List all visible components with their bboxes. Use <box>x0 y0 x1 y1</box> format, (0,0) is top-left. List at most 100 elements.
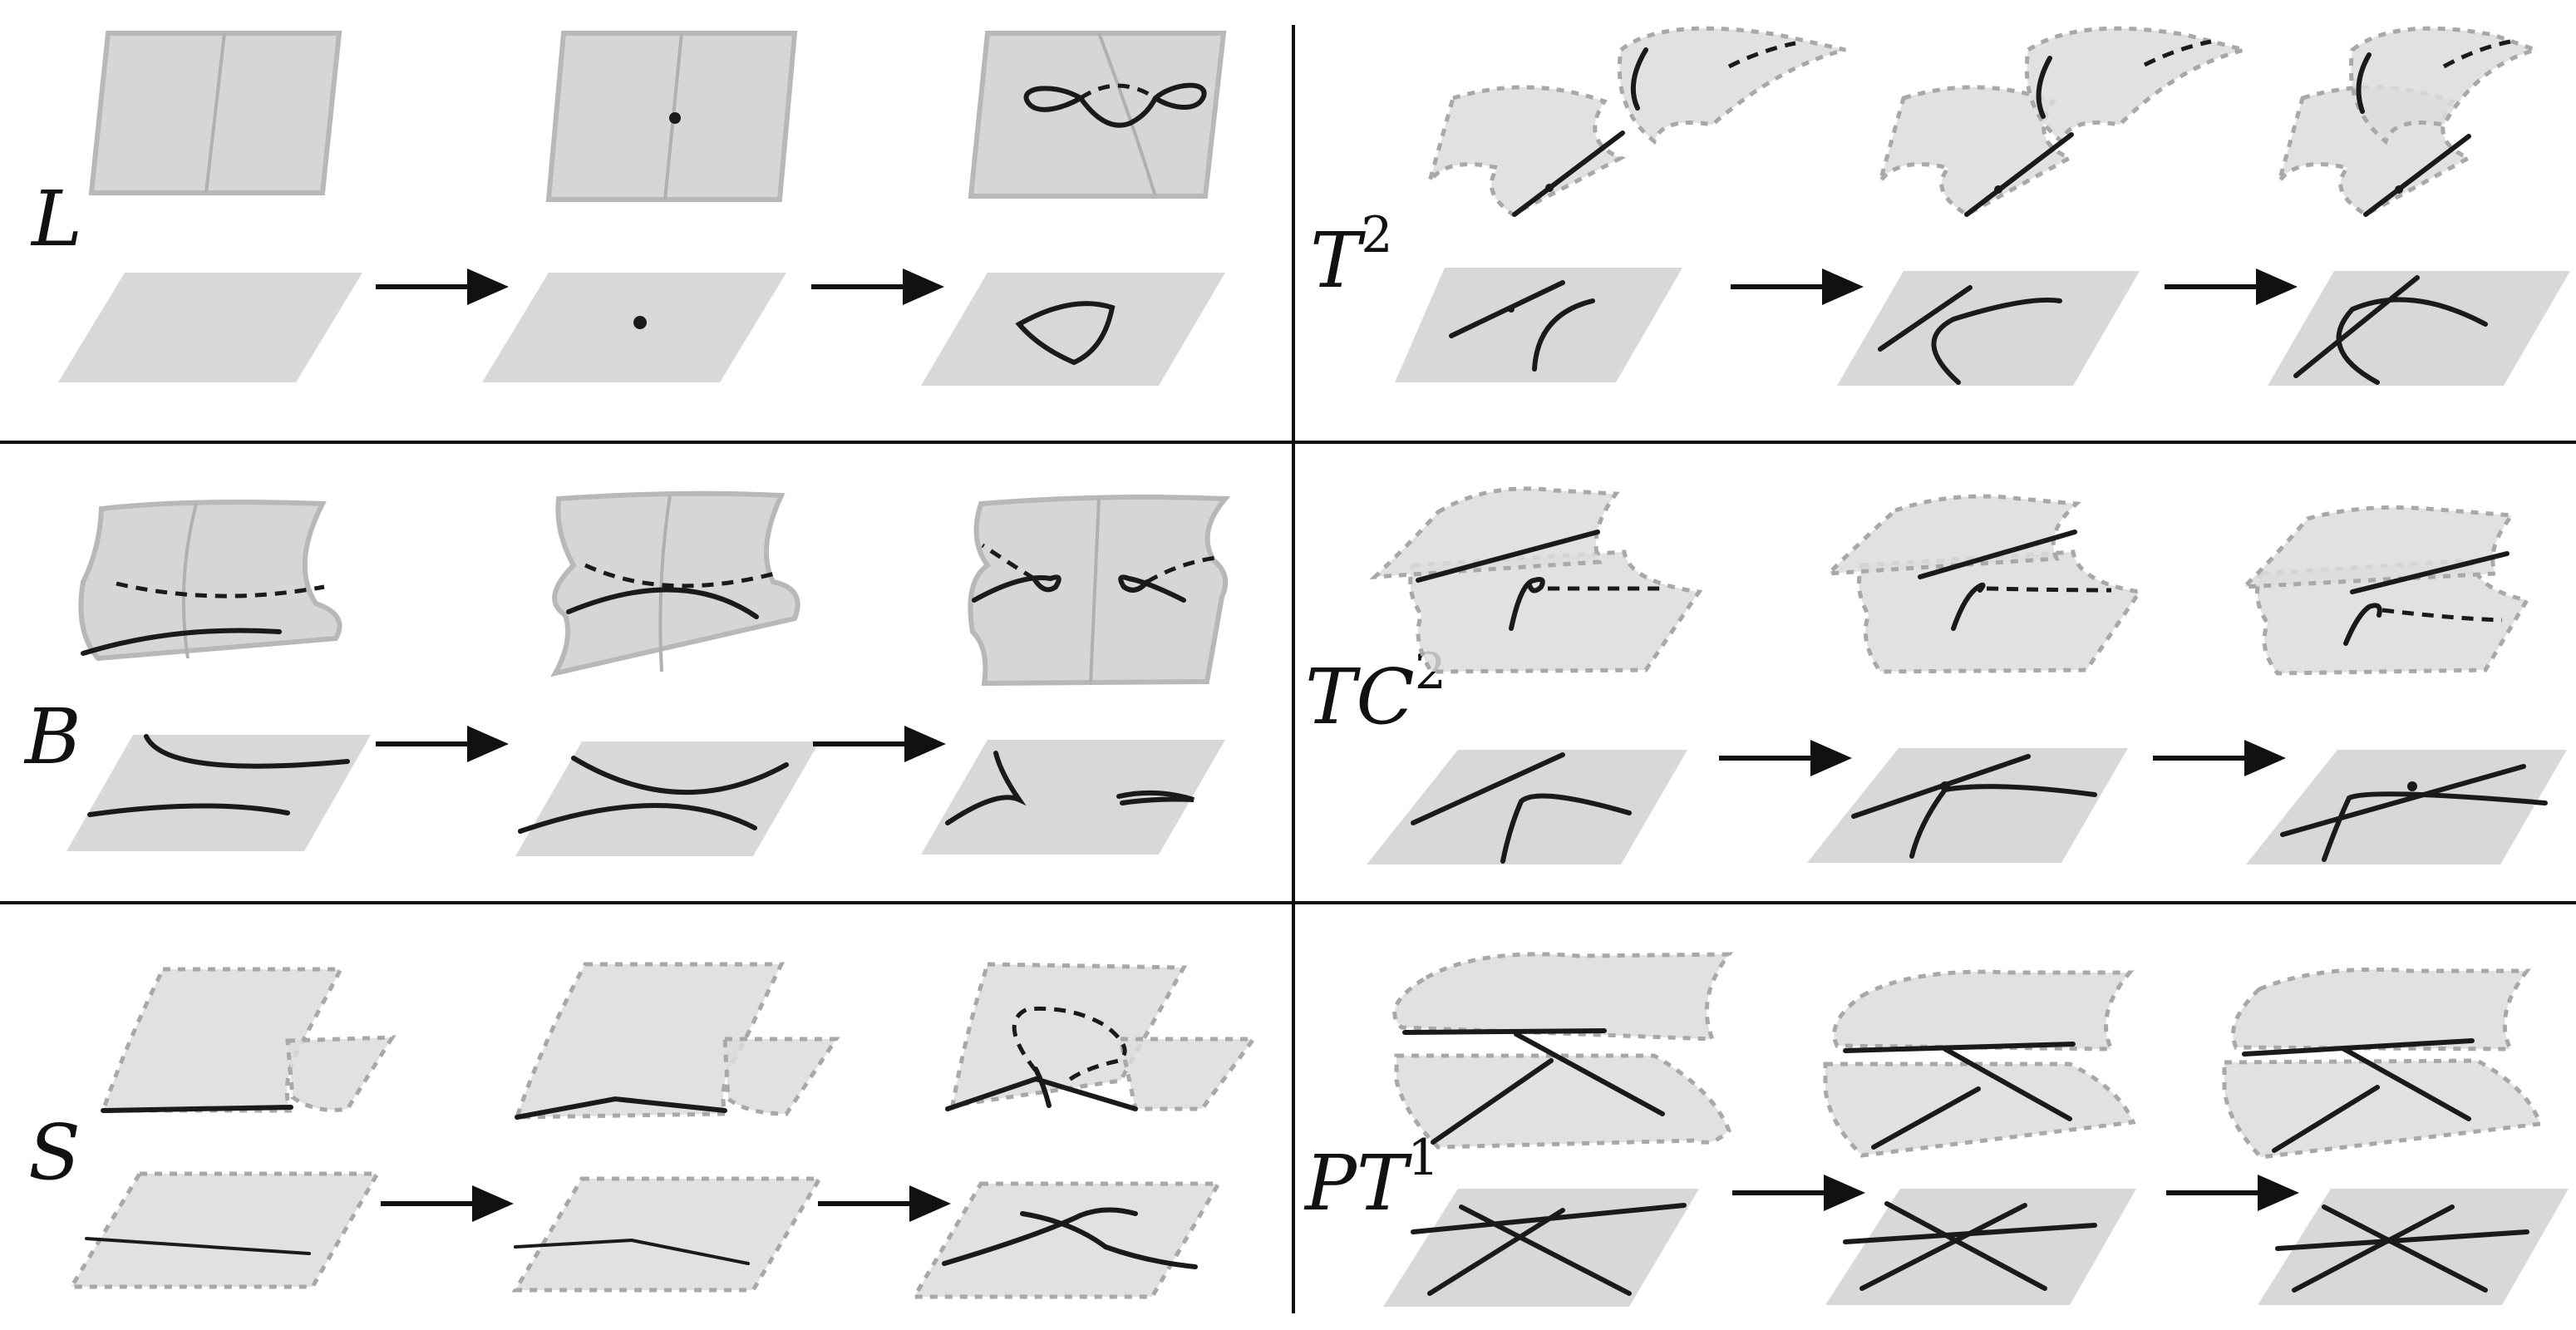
t2-stage-1-fold-solid <box>1630 47 1648 111</box>
b-stage-3-plane <box>921 740 1225 855</box>
b-stage-1-plane-upper <box>144 734 350 769</box>
l-stage-2 <box>482 31 798 382</box>
tc2-stage-2-crossing <box>1940 781 1950 791</box>
l-stage-3-fold <box>1097 32 1157 197</box>
tc2-stage-3-dashed <box>2381 608 2503 623</box>
pt1-stage-2 <box>1823 969 2136 1305</box>
pt1-stage-1-lower-sheet <box>1394 1053 1731 1150</box>
l-stage-3-lens <box>1015 301 1116 366</box>
t2-stage-2-upper-line <box>1964 132 2074 217</box>
pt1-stage-3-upper-line <box>2242 1038 2475 1057</box>
l-stage-3-plane <box>921 273 1225 386</box>
tc2-stage-3-upper-line <box>2350 551 2510 594</box>
s-stage-3-plane <box>910 1181 1223 1299</box>
l-stage-3-loop-right <box>1153 82 1207 111</box>
tc2-stage-3 <box>2239 505 2567 864</box>
tc2-stage-3-crossing <box>2407 781 2417 791</box>
tc2-stage-1-lower-box <box>1408 549 1703 674</box>
t2-stage-1-plane-arc <box>1532 298 1595 372</box>
tc2-stage-1-hook <box>1509 577 1545 631</box>
s-stage-1-edge <box>101 1105 293 1113</box>
s-stage-1-plane <box>67 1171 382 1289</box>
t2-arrow-2 <box>2165 268 2298 305</box>
l-stage-3 <box>921 31 1227 386</box>
tc2-stage-2 <box>1807 494 2144 863</box>
t2-stage-2-fold-solid <box>2036 56 2052 119</box>
pt1-stage-2-upper-sheet <box>1832 969 2135 1052</box>
b-stage-3-fold <box>1089 498 1101 684</box>
panel-b: B <box>23 490 1231 856</box>
b-stage-1 <box>66 500 371 851</box>
tc2-stage-2-hook <box>1951 582 1986 631</box>
pt1-stage-3-lower-line <box>2272 1085 2380 1153</box>
t2-stage-3 <box>2268 26 2570 386</box>
pt1-stage-1 <box>1383 952 1734 1307</box>
pt1-stage-2-lower-line <box>1871 1086 1981 1150</box>
tc2-stage-2-plane <box>1807 748 2128 863</box>
panel-pt1: PT1 <box>1303 952 2569 1307</box>
pt1-stage-3-plane-b <box>2322 1204 2488 1293</box>
pt1-stage-3-plane-a <box>2275 1229 2529 1251</box>
t2-stage-3-point <box>2395 185 2403 194</box>
pt1-stage-3-cross-line <box>2342 1047 2471 1121</box>
panel-s: S <box>28 962 1258 1299</box>
pt1-stage-1-plane-c <box>1427 1208 1565 1296</box>
s-stage-3-plane-lower <box>1020 1211 1198 1269</box>
pt1-stage-2-plane-c <box>1859 1203 2027 1291</box>
tc2-arrow-2 <box>2153 740 2286 776</box>
s-stage-2-side-sheet <box>722 1037 840 1116</box>
tc2-stage-2-lower-box <box>1856 549 2144 674</box>
s-stage-1-side-sheet <box>285 1035 396 1112</box>
t2-stage-3-plane <box>2268 271 2570 386</box>
tc2-stage-3-plane-line <box>2280 764 2526 837</box>
t2-stage-1-plane-line <box>1449 280 1565 338</box>
pt1-stage-3-plane <box>2258 1189 2569 1305</box>
s-stage-3-side-sheet <box>1117 1037 1258 1111</box>
b-stage-1-solid-curve <box>81 628 282 656</box>
pt1-stage-2-upper-line <box>1843 1042 2076 1053</box>
tc2-stage-3-lower-box <box>2255 558 2530 676</box>
t2-stage-1-plane-point <box>1508 306 1515 313</box>
pt1-stage-2-cross-line <box>1943 1047 2072 1121</box>
tc2-stage-2-plane-arc <box>1909 784 2097 859</box>
tc2-stage-3-plane-arc <box>2322 791 2548 862</box>
b-stage-3-left-dashed <box>981 543 1036 581</box>
t2-stage-1-plane <box>1395 268 1682 382</box>
l-stage-1-plane <box>58 273 362 382</box>
tc2-stage-1 <box>1367 486 1703 864</box>
panel-l: L <box>30 31 1227 386</box>
s-stage-3-edge <box>945 1076 1138 1111</box>
b-stage-3-left-loop <box>972 574 1061 603</box>
panel-label-t2: T2 <box>1310 206 1393 305</box>
panel-label-s: S <box>28 1108 81 1197</box>
t2-stage-2-fold-dashed <box>2143 39 2212 67</box>
t2-stage-2-plane-arc <box>1931 297 2062 385</box>
pt1-stage-1-upper-sheet <box>1392 952 1734 1042</box>
t2-stage-2-lower-sheet <box>1878 85 2075 217</box>
b-stage-2-solid-curve <box>566 587 759 619</box>
tc2-stage-1-plane-line <box>1411 752 1565 825</box>
l-stage-3-loop-left <box>1023 86 1083 112</box>
b-stage-3-right-loop <box>1118 574 1186 603</box>
t2-stage-3-upper-sheet <box>2348 26 2543 145</box>
pt1-stage-3-lower-sheet <box>2222 1058 2544 1160</box>
t2-stage-2-plane-line <box>1878 285 1973 352</box>
s-arrow-2 <box>818 1185 951 1222</box>
b-arrow-1 <box>376 726 509 762</box>
s-stage-2-plane-line <box>514 1238 750 1265</box>
t2-stage-2 <box>1837 26 2245 386</box>
t2-stage-3-fold-dashed <box>2442 39 2511 69</box>
pt1-stage-3-upper-sheet <box>2231 967 2532 1052</box>
pt1-stage-1-lower-line <box>1431 1058 1554 1145</box>
pt1-stage-1-plane-b <box>1459 1204 1632 1296</box>
panel-label-tc2: TC2 <box>1305 643 1446 741</box>
l-stage-1-fold <box>204 32 226 194</box>
pt1-stage-2-lower-sheet <box>1823 1062 2136 1158</box>
t2-stage-1-fold-dashed <box>1727 41 1796 69</box>
b-stage-2 <box>515 490 820 856</box>
pt1-stage-2-plane-b <box>1884 1201 2047 1291</box>
b-stage-3-plane-left <box>945 751 1027 825</box>
panel-tc2: TC2 <box>1305 486 2567 864</box>
b-stage-1-plane-lower <box>87 803 290 817</box>
